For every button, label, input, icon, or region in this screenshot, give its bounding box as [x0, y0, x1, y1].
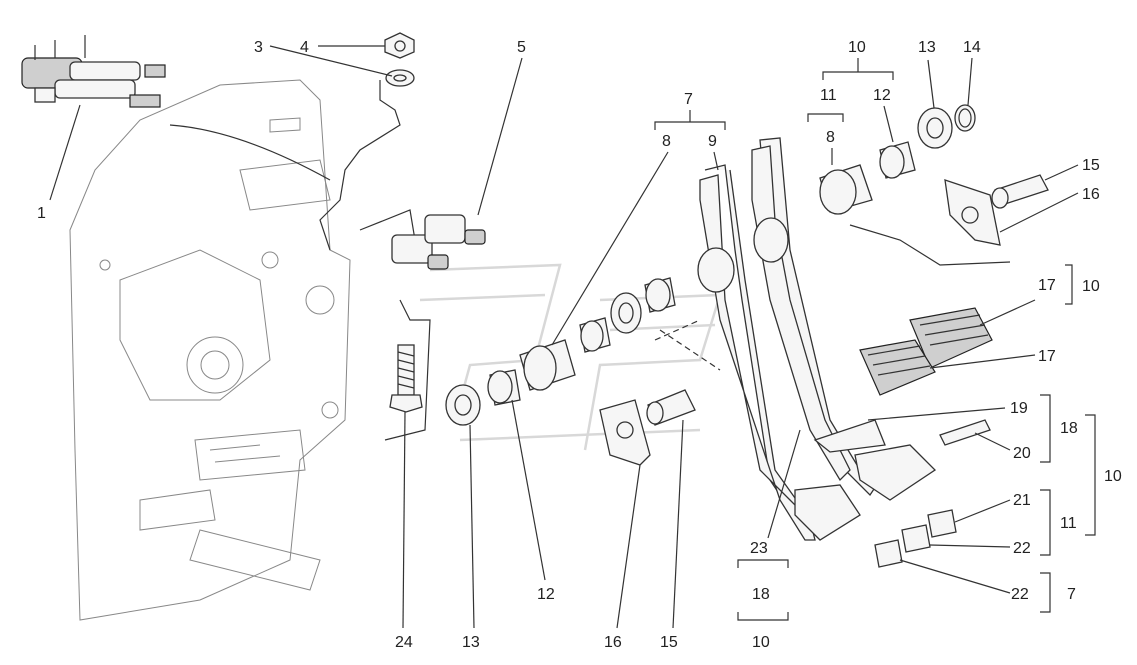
callout-7-right: 7	[1067, 586, 1076, 603]
callout-16-bottom: 16	[604, 634, 622, 651]
part-15-pin-bottom	[646, 389, 696, 426]
callout-11-top: 11	[820, 87, 837, 104]
callout-22-lower: 22	[1011, 586, 1029, 603]
callout-1: 1	[37, 205, 46, 222]
callout-19: 19	[1010, 400, 1028, 417]
part-13-washer	[917, 107, 953, 149]
callout-11-right: 11	[1060, 515, 1077, 532]
callout-18-bottom: 18	[752, 586, 770, 603]
callout-10-bottom: 10	[752, 634, 770, 651]
callout-14: 14	[963, 39, 981, 56]
leader-lines	[49, 45, 1096, 629]
part-20-pin	[939, 419, 991, 446]
callout-12-bottom: 12	[537, 586, 555, 603]
callout-labels: 1 3 4 5 7 8 9 10 11 12 8 13 14 15 16 17 …	[37, 39, 1122, 651]
callout-10-right: 10	[1104, 468, 1122, 485]
callout-13-top: 13	[918, 39, 936, 56]
part-1-switch-assembly	[21, 35, 166, 108]
pedal-assembly	[697, 137, 937, 541]
callout-9: 9	[708, 133, 717, 150]
callout-15-right: 15	[1082, 157, 1100, 174]
callout-18-right: 18	[1060, 420, 1078, 437]
callout-4: 4	[300, 39, 309, 56]
callout-20: 20	[1013, 445, 1031, 462]
callout-10-mid: 10	[1082, 278, 1100, 295]
callout-15-bottom: 15	[660, 634, 678, 651]
callout-13-bottom: 13	[462, 634, 480, 651]
part-17-pedal-pads	[859, 307, 993, 396]
part-8-bushing	[819, 164, 873, 215]
part-5-switches	[391, 214, 486, 270]
callout-8-left: 8	[662, 133, 671, 150]
part-15-pin-top	[991, 174, 1049, 209]
bushings-center	[445, 277, 676, 426]
separator-lines	[169, 80, 1011, 441]
callout-24: 24	[395, 634, 413, 651]
callout-21: 21	[1013, 492, 1031, 509]
callout-3: 3	[254, 39, 263, 56]
callout-17-lower: 17	[1038, 348, 1056, 365]
callout-16-right: 16	[1082, 186, 1100, 203]
callout-12-top: 12	[873, 87, 891, 104]
part-24-bolt	[389, 344, 423, 413]
part-16-plate-top	[944, 179, 1001, 246]
callout-23: 23	[750, 540, 768, 557]
transmission-housing	[69, 79, 351, 621]
callout-10-top: 10	[848, 39, 866, 56]
callout-7-top: 7	[684, 91, 693, 108]
callout-17-upper: 17	[1038, 277, 1056, 294]
callout-5: 5	[517, 39, 526, 56]
part-12-bushing	[879, 141, 916, 179]
part-16-plate-bottom	[599, 399, 651, 466]
part-14-ring	[954, 104, 976, 132]
part-3-4-nut-washer	[384, 32, 415, 87]
part-21-22-bushings	[874, 509, 957, 568]
callout-8-right: 8	[826, 129, 835, 146]
callout-22-upper: 22	[1013, 540, 1031, 557]
